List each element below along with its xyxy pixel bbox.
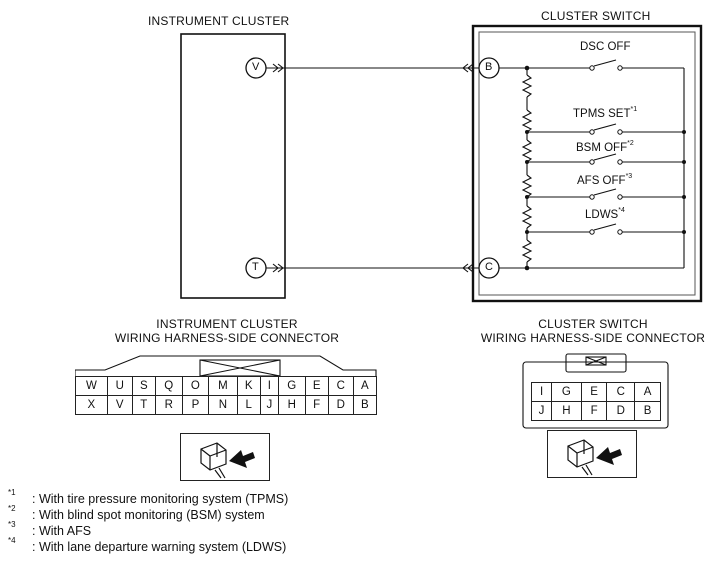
cs-connector-pin: G bbox=[551, 382, 582, 402]
connector-arrow-icon bbox=[200, 442, 255, 479]
instrument-cluster-title: INSTRUMENT CLUSTER bbox=[148, 14, 290, 28]
ic-connector-pin: J bbox=[259, 395, 279, 415]
ic-connector-pin: P bbox=[181, 395, 210, 415]
footnote-2: *2: With blind spot monitoring (BSM) sys… bbox=[8, 504, 265, 522]
cs-connector-pin: D bbox=[606, 401, 636, 421]
cs-connector-view-icon bbox=[547, 430, 637, 478]
ic-connector-pin: Q bbox=[154, 376, 183, 396]
cs-connector-title-line2: WIRING HARNESS-SIDE CONNECTOR bbox=[480, 331, 706, 345]
cs-connector-pin: E bbox=[580, 382, 608, 402]
cs-connector-pin: I bbox=[530, 382, 553, 402]
ic-connector-pin: V bbox=[106, 395, 133, 415]
ic-connector-pin: F bbox=[304, 395, 329, 415]
ic-connector-pin: X bbox=[75, 395, 108, 415]
ic-connector-pin: T bbox=[131, 395, 156, 415]
ic-connector-pin: E bbox=[304, 376, 329, 396]
terminal-c-label: C bbox=[485, 261, 493, 273]
ic-connector-view-icon bbox=[180, 433, 270, 481]
switch-label-dsc-off: DSC OFF bbox=[580, 41, 631, 53]
ic-connector-pin: N bbox=[208, 395, 238, 415]
ic-connector-pin: G bbox=[277, 376, 306, 396]
cs-connector-pin: C bbox=[606, 382, 636, 402]
ic-connector-title-line1: INSTRUMENT CLUSTER bbox=[156, 317, 298, 331]
ic-connector-pin: O bbox=[181, 376, 210, 396]
ic-connector-pin: W bbox=[75, 376, 108, 396]
switch-label-ldws: LDWS*4 bbox=[585, 207, 625, 221]
ic-connector-pin: A bbox=[352, 376, 378, 396]
footnote-1: *1: With tire pressure monitoring system… bbox=[8, 488, 289, 506]
ic-connector-title-line2: WIRING HARNESS-SIDE CONNECTOR bbox=[114, 331, 340, 345]
ic-connector-pin: R bbox=[154, 395, 183, 415]
switch-label-bsm-off: BSM OFF*2 bbox=[576, 140, 634, 154]
ic-connector-pin: I bbox=[259, 376, 279, 396]
ic-connector-pin: L bbox=[236, 395, 261, 415]
cs-connector-pin: B bbox=[634, 401, 661, 421]
cs-connector-pin: H bbox=[551, 401, 582, 421]
ic-connector-pin: B bbox=[352, 395, 378, 415]
cs-connector-title-line1: CLUSTER SWITCH bbox=[538, 317, 648, 331]
wiring-schematic bbox=[180, 24, 703, 303]
ic-connector-pin: K bbox=[236, 376, 261, 396]
footnote-3: *3: With AFS bbox=[8, 520, 92, 538]
ic-connector-pin: H bbox=[277, 395, 306, 415]
terminal-b-label: B bbox=[485, 61, 493, 73]
ic-connector-pin: C bbox=[327, 376, 354, 396]
cluster-switch-title: CLUSTER SWITCH bbox=[541, 9, 651, 23]
cs-connector-shell bbox=[522, 353, 669, 429]
cs-connector-pin: J bbox=[530, 401, 553, 421]
terminal-v-label: V bbox=[252, 61, 260, 73]
cs-connector-pin: F bbox=[580, 401, 608, 421]
footnote-4: *4: With lane departure warning system (… bbox=[8, 536, 287, 554]
cluster-switch-box bbox=[471, 24, 703, 303]
ic-connector-pin: M bbox=[208, 376, 238, 396]
instrument-cluster-box bbox=[180, 33, 286, 299]
ic-connector-pin: D bbox=[327, 395, 354, 415]
connector-arrow-icon bbox=[567, 439, 622, 476]
switch-label-afs-off: AFS OFF*3 bbox=[577, 173, 633, 187]
cs-connector-pin: A bbox=[634, 382, 661, 402]
switch-label-tpms-set: TPMS SET*1 bbox=[573, 106, 638, 120]
ic-connector-pin: U bbox=[106, 376, 133, 396]
ic-connector-pin: S bbox=[131, 376, 156, 396]
terminal-t-label: T bbox=[252, 261, 259, 273]
